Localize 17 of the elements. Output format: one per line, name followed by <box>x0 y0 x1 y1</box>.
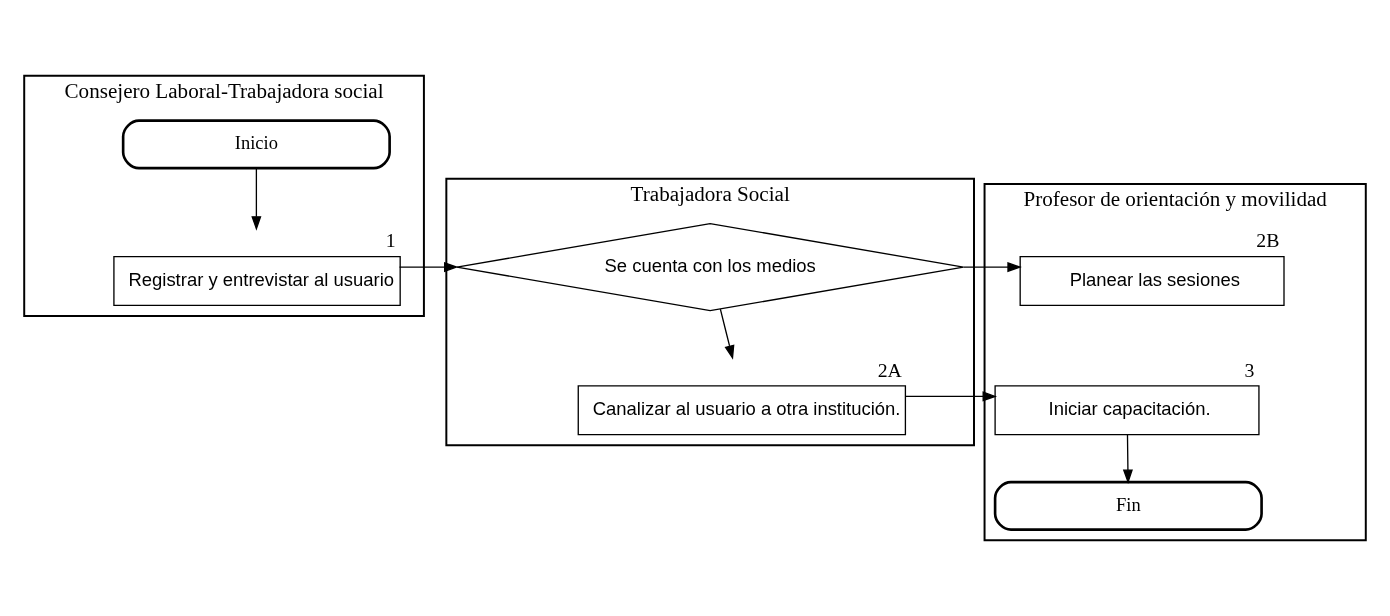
arrow <box>251 167 262 231</box>
arrow <box>904 391 998 402</box>
node-label: 2B <box>1256 229 1280 252</box>
node-box: Planear las sesiones <box>1019 255 1285 307</box>
node-label: 3 <box>1244 358 1255 381</box>
node-box: Canalizar al usuario a otra institución. <box>577 385 907 436</box>
arrow <box>398 262 459 273</box>
arrow <box>1122 434 1133 484</box>
arrow <box>719 308 735 360</box>
node-label: 2A <box>877 358 902 381</box>
node-box: Inicio <box>121 119 391 170</box>
node-box: Fin <box>993 480 1263 531</box>
node-box: Iniciar capacitación. <box>994 385 1260 436</box>
node-label: 1 <box>385 229 396 252</box>
arrow <box>962 262 1022 273</box>
node-diamond: Se cuenta con los medios <box>456 222 965 312</box>
node-box: Registrar y entrevistar al usuario <box>113 255 401 307</box>
